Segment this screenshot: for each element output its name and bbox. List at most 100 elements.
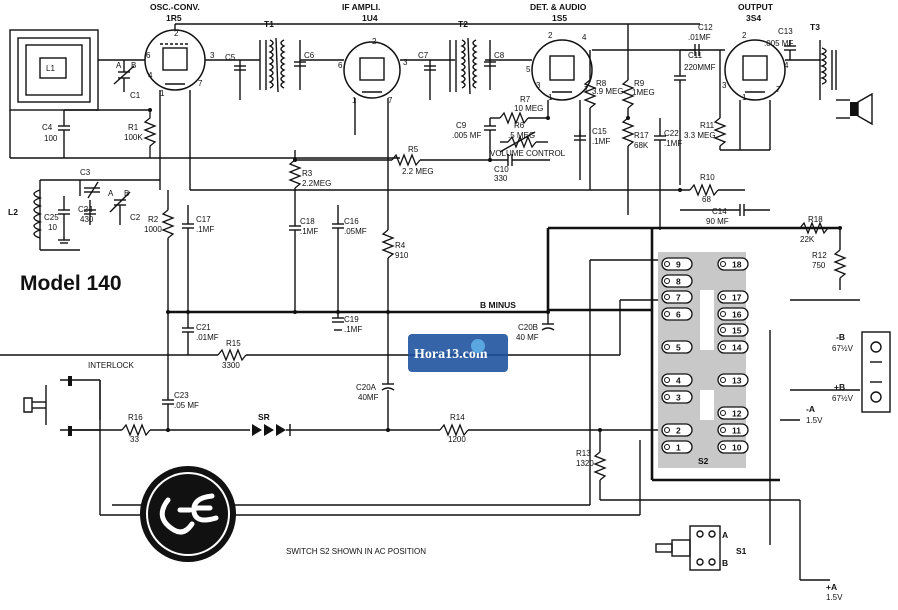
svg-text:A: A <box>722 530 728 540</box>
s2-contact-label: 17 <box>732 293 742 303</box>
tube-type-4: 3S4 <box>746 13 761 23</box>
c10-capacitor: C10 330 <box>490 154 550 183</box>
s2-contact-label: 11 <box>732 426 741 436</box>
s2-contact-1: 1 <box>661 440 693 454</box>
c14-value: 90 MF <box>706 217 729 226</box>
r18-value: 22K <box>800 235 815 244</box>
c7-label: C7 <box>418 51 429 60</box>
c25-value: 10 <box>48 223 57 232</box>
s2-contact-17: 17 <box>717 290 749 304</box>
r15-label: R15 <box>226 339 241 348</box>
c21-label: C21 <box>196 323 211 332</box>
tube-func-4: OUTPUT <box>738 2 774 12</box>
c14-label: C14 <box>712 207 727 216</box>
interlock-label: INTERLOCK <box>88 361 134 370</box>
r6-value: .5 MEG <box>508 131 535 140</box>
s2-contact-label: 15 <box>732 326 742 336</box>
svg-text:1: 1 <box>160 89 165 98</box>
volume-control-label: VOLUME CONTROL <box>490 149 566 158</box>
speaker-icon <box>850 92 873 126</box>
s2-contact-2: 2 <box>661 423 693 437</box>
tube-func-2: IF AMPLI. <box>342 2 380 12</box>
t2-label: T2 <box>458 19 468 29</box>
r10-value: 68 <box>702 195 711 204</box>
r14-value: 1200 <box>448 435 466 444</box>
c4-label: C4 <box>42 123 53 132</box>
s2-contact-label: 9 <box>676 260 681 270</box>
c8-capacitor: C8 <box>484 40 505 90</box>
s2-contact-18: 18 <box>717 257 749 271</box>
r12-resistor: R12 750 <box>812 228 847 290</box>
tube-type-3: 1S5 <box>552 13 567 23</box>
r4-value: 910 <box>395 251 409 260</box>
r8-label: R8 <box>596 79 607 88</box>
svg-text:-A: -A <box>806 404 815 414</box>
c15-value: .1MF <box>592 137 610 146</box>
r10-label: R10 <box>700 173 715 182</box>
r11-value: 3.3 MEG <box>684 131 716 140</box>
c15-capacitor: C15 .1MF <box>574 127 610 146</box>
c13-value: .005 MF <box>764 39 793 48</box>
s2-contact-14: 14 <box>717 340 749 354</box>
s2-contact-13: 13 <box>717 373 749 387</box>
c25-capacitor: C25 10 <box>44 196 70 244</box>
r9-resistor: R9 1MEG <box>621 24 655 118</box>
c19-label: C19 <box>344 315 359 324</box>
s2-contact-label: 13 <box>732 376 742 386</box>
t3-transformer: T3 <box>810 22 850 119</box>
svg-text:3: 3 <box>722 81 727 90</box>
r7-value: 10 MEG <box>514 104 543 113</box>
t2-transformer: T2 <box>449 19 478 95</box>
svg-text:1: 1 <box>742 93 747 102</box>
s2-contact-6: 6 <box>661 307 693 321</box>
r18-label: R18 <box>808 215 823 224</box>
r2-value: 1000 <box>144 225 162 234</box>
c13-label: C13 <box>778 27 793 36</box>
c20a-label: C20A <box>356 383 377 392</box>
tube-1u4: IF AMPLI. 1U4 6 2 3 1 7 <box>338 2 408 105</box>
c11-label: C11 <box>688 51 703 60</box>
tube-type-2: 1U4 <box>362 13 378 23</box>
svg-text:1: 1 <box>548 93 553 102</box>
svg-text:7: 7 <box>388 96 393 105</box>
c4-capacitor: C4 100 <box>42 109 150 158</box>
c11-value: 220MMF <box>684 63 716 72</box>
c20b-capacitor: C20B 40 MF <box>516 312 555 342</box>
s2-contact-12: 12 <box>717 406 749 420</box>
tube-func-3: DET. & AUDIO <box>530 2 587 12</box>
c24-capacitor: C24 430 <box>78 200 96 225</box>
c11-capacitor: C11 220MMF <box>674 50 716 185</box>
svg-text:6: 6 <box>146 51 151 60</box>
r16-resistor: R16 33 <box>72 413 250 444</box>
svg-text:67½V: 67½V <box>832 344 854 353</box>
svg-text:7: 7 <box>198 79 203 88</box>
r15-value: 3300 <box>222 361 240 370</box>
s2-contact-label: 16 <box>732 310 742 320</box>
svg-text:2: 2 <box>372 37 377 46</box>
b-minus-line: B MINUS <box>168 300 548 314</box>
tube-type-1: 1R5 <box>166 13 182 23</box>
battery-b: -B 67½V +B 67½V <box>832 331 891 413</box>
c19-capacitor: C19 .1MF <box>332 312 362 334</box>
loop-antenna: L1 <box>9 29 400 159</box>
svg-text:7: 7 <box>776 85 781 94</box>
r5-resistor: R5 2.2 MEG <box>295 145 490 176</box>
c9-value: .005 MF <box>452 131 481 140</box>
r9-value: 1MEG <box>632 88 655 97</box>
tube-func-1: OSC.-CONV. <box>150 2 200 12</box>
c1-capacitor: A B C1 <box>113 60 141 100</box>
r12-label: R12 <box>812 251 827 260</box>
c2-label: C2 <box>130 213 141 222</box>
s2-contact-label: 1 <box>676 443 681 453</box>
s2-contact-3: 3 <box>661 390 693 404</box>
c5-label: C5 <box>225 53 236 62</box>
svg-text:4: 4 <box>784 61 789 70</box>
c22-value: .1MF <box>664 139 682 148</box>
s2-contact-15: 15 <box>717 323 749 337</box>
r1-resistor: R1 100K <box>124 110 157 158</box>
svg-text:1.5V: 1.5V <box>826 593 843 602</box>
c4-value: 100 <box>44 134 58 143</box>
t1-label: T1 <box>264 19 274 29</box>
interlock: INTERLOCK <box>23 361 134 515</box>
